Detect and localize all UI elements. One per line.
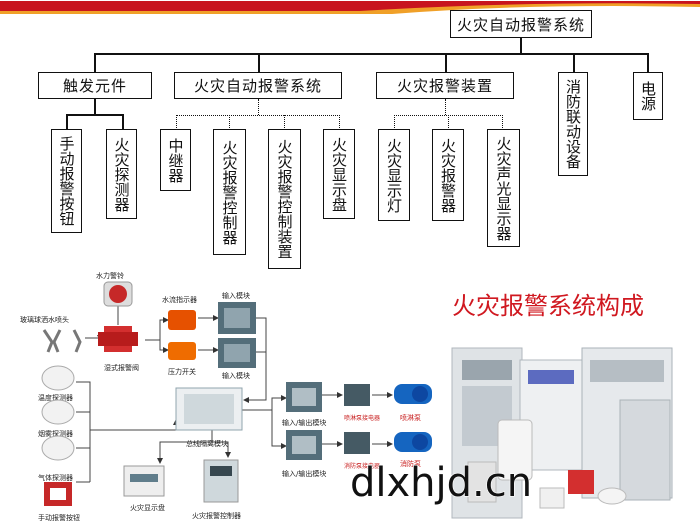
input-module-2-icon	[218, 338, 256, 368]
watermark-text: dlxhjd.cn	[350, 460, 532, 506]
leaf-sound-light-display: 火灾声光显示器	[487, 129, 520, 247]
label-relay-2: 消防泵接电器	[344, 462, 380, 470]
label-input-module-1: 输入模块	[222, 291, 250, 300]
leaf-fire-display-panel: 火灾显示盘	[323, 129, 355, 219]
label-sprinkler-pump: 喷淋泵	[400, 413, 421, 422]
pump-relay-2-icon	[344, 432, 370, 454]
label-relay-1: 喷淋泵接电器	[344, 414, 380, 422]
schematic-canvas: 水力警铃 玻璃球洒水喷头 湿式报警阀 水流指示器 压力开关 输入模块 输入模块 …	[20, 271, 673, 522]
input-module-1-icon	[218, 302, 256, 334]
label-manual-button: 手动报警按钮	[38, 513, 80, 522]
leaf-fire-display-lamp: 火灾显示灯	[378, 129, 410, 221]
root-node: 火灾自动报警系统	[450, 10, 592, 38]
alarm-controller-icon	[203, 459, 239, 503]
label-smoke-detector: 烟雾探测器	[38, 429, 73, 438]
water-bell-icon	[103, 281, 133, 307]
label-sprinkler: 玻璃球洒水喷头	[20, 315, 69, 324]
label-controller: 火灾报警控制器	[192, 511, 241, 520]
fire-pump-icon	[394, 432, 432, 452]
label-display-panel: 火灾显示盘	[130, 503, 165, 512]
manual-alarm-button-icon	[44, 482, 72, 506]
sprinkler-head-icon	[42, 329, 82, 353]
label-temp-detector: 温度探测器	[38, 393, 73, 402]
schematic-title: 火灾报警系统构成	[452, 292, 644, 320]
label-wet-valve: 湿式报警阀	[104, 363, 139, 372]
label-input-module-2: 输入模块	[222, 371, 250, 380]
pump-relay-1-icon	[344, 384, 370, 406]
label-pressure-switch: 压力开关	[168, 367, 196, 376]
bus-isolator-icon	[175, 387, 243, 431]
leaf-fire-alarm: 火灾报警器	[432, 129, 464, 221]
label-io-module-2: 输入/输出模块	[282, 469, 326, 478]
wet-alarm-valve-icon	[98, 326, 138, 352]
pressure-switch-icon	[168, 342, 196, 360]
display-panel-icon	[123, 465, 165, 497]
label-fire-pump: 消防泵	[400, 459, 421, 468]
smoke-detector-icon	[41, 399, 75, 425]
branch-auto-alarm-system: 火灾自动报警系统	[174, 72, 342, 99]
flow-indicator-icon	[168, 310, 196, 330]
top-banner	[0, 0, 700, 14]
banner-swoosh	[0, 1, 700, 14]
label-water-bell: 水力警铃	[96, 271, 124, 280]
label-io-module-1: 输入/输出模块	[282, 418, 326, 427]
branch-alarm-device: 火灾报警装置	[376, 72, 514, 99]
io-module-2-icon	[286, 430, 322, 460]
branch-trigger-elements: 触发元件	[38, 72, 152, 99]
leaf-manual-alarm-button: 手动报警按钮	[51, 129, 82, 233]
schematic-diagram: 水力警铃 玻璃球洒水喷头 湿式报警阀 水流指示器 压力开关 输入模块 输入模块 …	[0, 270, 700, 523]
leaf-alarm-control-device: 火灾报警控制装置	[268, 129, 301, 269]
io-module-1-icon	[286, 382, 322, 412]
sprinkler-pump-icon	[394, 384, 432, 404]
label-bus-isolator: 总线隔离模块	[186, 439, 228, 448]
temperature-detector-icon	[41, 365, 75, 391]
leaf-fire-detector: 火灾探测器	[106, 129, 137, 219]
leaf-relay: 中继器	[160, 129, 191, 191]
product-collage-image	[451, 347, 673, 519]
branch-linkage-equipment: 消防联动设备	[558, 72, 588, 176]
label-flow-indicator: 水流指示器	[162, 295, 197, 304]
label-gas-detector: 气体探测器	[38, 473, 73, 482]
branch-power-supply: 电源	[633, 72, 663, 120]
leaf-alarm-controller: 火灾报警控制器	[213, 129, 246, 255]
gas-detector-icon	[41, 435, 75, 461]
